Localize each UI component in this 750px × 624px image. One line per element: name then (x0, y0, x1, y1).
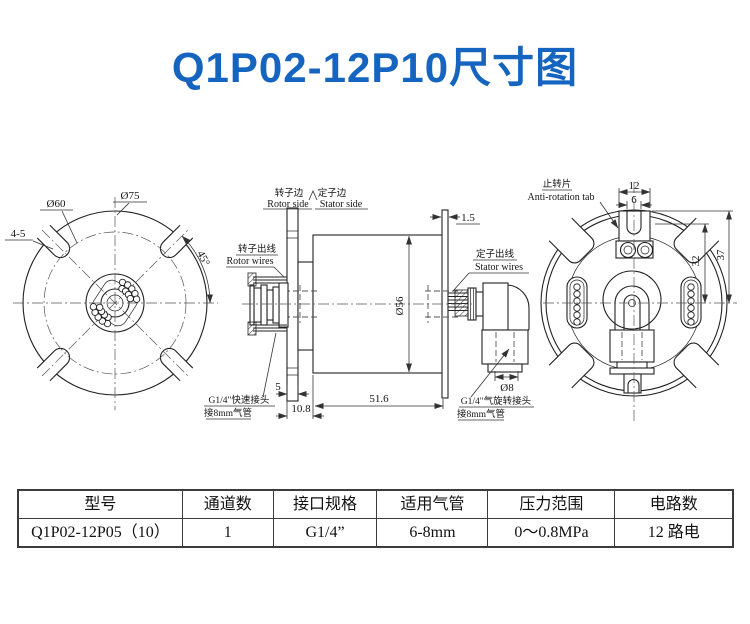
rim-notch (548, 217, 595, 264)
dim-dia56: Ø56 (394, 296, 406, 315)
stator-wires-label-en: Stator wires (475, 262, 523, 273)
stator-side-label-en: Stator side (320, 199, 363, 210)
dim-12: 12 (629, 180, 640, 192)
cell-model: Q1P02-12P05（10） (17, 518, 183, 548)
rotor-wires-label-en: Rotor wires (227, 256, 274, 267)
header-channels: 通道数 (181, 489, 274, 519)
table-row: Q1P02-12P05（10） 1 G1/4” 6-8mm 0～0.8MPa 1… (17, 518, 734, 548)
stator-side-label-cn: 定子边 (318, 187, 347, 199)
cell-tube: 6-8mm (376, 518, 489, 548)
rotary-elbow-fitting (481, 282, 530, 373)
dim-dia60: Ø60 (47, 198, 66, 210)
rotary-fitting-sublabel: 接8mm气管 (457, 408, 505, 420)
spec-table: 型号 通道数 接口规格 适用气管 压力范围 电路数 Q1P02-12P05（10… (17, 489, 734, 548)
rotor-side-label-cn: 转子边 (275, 187, 304, 199)
quick-fitting-label: G1/4"快速接头 (209, 394, 270, 406)
dimension-drawing: Ø60 Ø75 4-5 45° (5, 178, 737, 422)
pin-cluster (118, 278, 141, 303)
pin-slot-left (566, 276, 588, 329)
dim-37: 37 (715, 249, 727, 261)
middle-view: Ø56 1.5 5 10.8 51.6 Ø8 (204, 187, 534, 421)
dim-dia8: Ø8 (500, 382, 514, 394)
dim-51-6: 51.6 (369, 393, 389, 405)
header-model: 型号 (17, 489, 183, 519)
anti-rotation-tab-label-cn: 止转片 (543, 178, 572, 190)
header-pressure: 压力范围 (487, 489, 616, 519)
quick-fitting-sublabel: 接8mm气管 (204, 407, 252, 419)
cell-circuits: 12 路电 (614, 518, 734, 548)
dim-32: 32 (690, 256, 702, 267)
anti-rotation-tab (615, 210, 654, 259)
dim-6: 6 (631, 194, 637, 206)
page-title: Q1P02-12P10尺寸图 (171, 44, 579, 91)
header-port-spec: 接口规格 (272, 489, 378, 519)
cell-port-spec: G1/4” (272, 518, 378, 548)
pin-slot-right (680, 276, 702, 329)
dim-10-8: 10.8 (291, 403, 311, 415)
dim-1-5: 1.5 (461, 212, 475, 224)
rotor-flange (286, 207, 299, 402)
dim-slots: 4-5 (11, 228, 26, 240)
left-view: Ø60 Ø75 4-5 45° (5, 190, 218, 410)
right-view: 12 6 37 32 止转片 Anti-rotation tab (528, 178, 737, 422)
rotor-wires (253, 276, 287, 332)
stator-wires-label-cn: 定子出线 (476, 248, 515, 260)
pin-cluster (89, 303, 112, 328)
dim-dia75: Ø75 (121, 190, 140, 202)
cell-pressure: 0～0.8MPa (487, 518, 616, 548)
rotor-wires-label-cn: 转子出线 (238, 243, 277, 255)
rotary-fitting-label: G1/4"气旋转接头 (461, 395, 531, 407)
dim-angle45: 45° (194, 249, 212, 268)
header-circuits: 电路数 (614, 489, 734, 519)
header-tube: 适用气管 (376, 489, 489, 519)
rotor-side-label-en: Rotor side (267, 199, 309, 210)
anti-rotation-tab-label-en: Anti-rotation tab (528, 192, 595, 203)
dim-5: 5 (275, 381, 281, 393)
elbow-end-view (602, 270, 662, 394)
cell-channels: 1 (181, 518, 274, 548)
rim-notch (673, 342, 720, 389)
rim-notch (548, 342, 595, 389)
quick-fitting (249, 282, 289, 328)
table-header-row: 型号 通道数 接口规格 适用气管 压力范围 电路数 (17, 489, 734, 519)
